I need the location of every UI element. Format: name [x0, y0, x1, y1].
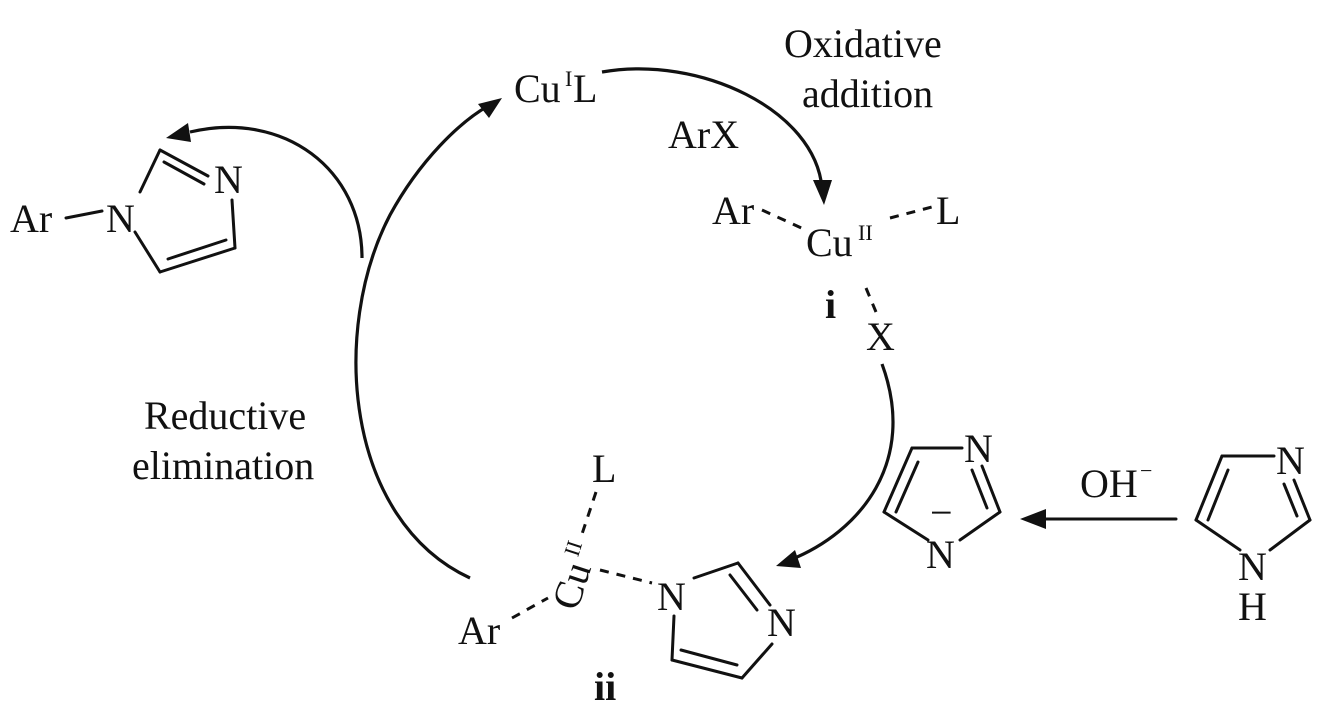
product-n3: N — [214, 157, 243, 202]
imidazole-bond-c4-c5 — [1194, 454, 1224, 522]
imidazole-bond-c4-c5-double — [1206, 468, 1230, 522]
imidazole-bond-c2-n-double — [1282, 482, 1299, 518]
intermediate-i-ligand: L — [936, 188, 960, 233]
arrowhead-ligand-exchange — [776, 550, 801, 568]
ii-ring-bond-c2-n3-double — [728, 573, 759, 612]
imidazole-bond-c5-n — [1194, 518, 1242, 552]
imidazolide-anion: N N − — [882, 426, 1002, 577]
catalyst-metal: Cu — [514, 66, 561, 111]
ring-bond-c2-n3-double — [162, 160, 206, 186]
bond-cu-l-ii — [580, 491, 598, 535]
arrowhead-deprotonation — [1020, 509, 1046, 529]
imidazolide-bond-c2-n-double — [970, 468, 989, 510]
arrow-reductive-elimination — [354, 104, 489, 580]
ring-bond-n3-c4 — [230, 198, 237, 250]
ring-bond-c4-c5-double — [166, 238, 228, 261]
intermediate-i: Ar Cu II L X i — [712, 188, 960, 359]
catalyst-cu-i-l: Cu I L — [514, 66, 597, 111]
arrow-ligand-exchange — [789, 363, 895, 562]
base-main: OH — [1080, 461, 1138, 506]
bond-cu-l-i — [889, 205, 933, 220]
intermediate-i-halide: X — [866, 314, 895, 359]
intermediate-ii-oxidation-state: II — [559, 537, 587, 559]
imidazolide-n-bottom: N — [926, 532, 955, 577]
intermediate-ii: L Cu II Ar ii N N — [458, 446, 796, 709]
cycle-arrows — [166, 67, 1178, 580]
arrowhead-reductive-elimination — [478, 98, 502, 118]
bond-ar-cu-i — [761, 208, 809, 233]
arrowhead-product-release — [166, 123, 191, 142]
imidazole-bond-n-c2 — [1268, 518, 1312, 552]
imidazolide-n-top: N — [964, 426, 993, 471]
imidazole-n-bottom: N — [1238, 544, 1267, 589]
arrow-oxidative-addition — [601, 67, 824, 189]
ii-imidazole-n1: N — [657, 574, 686, 619]
ring-bond-n1-c2 — [138, 148, 162, 194]
arrow-product-release — [189, 125, 364, 259]
imidazolide-bond-c5-n — [882, 510, 930, 542]
arrowhead-oxidative-addition — [813, 180, 832, 205]
ii-imidazole-n3: N — [767, 600, 796, 645]
bond-cu-x-i — [864, 287, 878, 313]
product-n1: N — [106, 196, 135, 241]
bond-ar-n-product — [64, 209, 104, 220]
intermediate-ii-ligand: L — [592, 446, 616, 491]
ii-ring-bond-c4-c5-double — [679, 648, 739, 667]
ii-ring-bond-c5-n1 — [670, 614, 676, 662]
intermediate-i-oxidation-state: II — [858, 220, 873, 245]
imidazolide-charge: − — [930, 490, 953, 535]
oxidative-addition-line2: addition — [802, 71, 933, 116]
catalyst-ligand: L — [573, 66, 597, 111]
ring-bond-c2-n3 — [158, 148, 210, 178]
intermediate-ii-label: ii — [594, 664, 616, 709]
product-aryl: Ar — [10, 196, 52, 241]
intermediate-i-aryl: Ar — [712, 188, 754, 233]
ring-bond-c4-c5 — [158, 246, 237, 274]
intermediate-i-metal: Cu — [806, 220, 853, 265]
intermediate-ii-aryl: Ar — [458, 608, 500, 653]
ii-ring-bond-c2-n3 — [736, 561, 772, 607]
oxidative-addition-label: Oxidative addition ArX — [668, 21, 942, 157]
ii-ring-bond-n3-c4 — [740, 642, 774, 680]
imidazolide-bond-c4-c5-double — [894, 460, 920, 514]
imidazole-bond-c2-n — [1292, 478, 1312, 522]
imidazole-h: H — [1238, 584, 1267, 629]
intermediate-i-label: i — [825, 282, 836, 327]
ii-ring-bond-c4-c5 — [670, 658, 744, 680]
imidazole-neutral: N N H — [1194, 438, 1312, 629]
catalyst-oxidation-state: I — [565, 66, 572, 91]
reductive-elimination-line1: Reductive — [144, 393, 306, 438]
bond-ar-cu-ii — [511, 596, 549, 620]
ring-bond-c5-n1 — [133, 230, 162, 274]
intermediate-ii-metal: Cu — [543, 556, 600, 614]
base-hydroxide: OH − — [1080, 458, 1152, 506]
product-aryl-imidazole: Ar N N — [10, 148, 243, 274]
arx-reagent: ArX — [668, 112, 739, 157]
base-charge: − — [1140, 458, 1152, 483]
reductive-elimination-line2: elimination — [132, 443, 314, 488]
reductive-elimination-label: Reductive elimination — [132, 393, 314, 488]
imidazolide-bond-c4-c5 — [882, 446, 914, 514]
oxidative-addition-line1: Oxidative — [784, 21, 942, 66]
imidazolide-bond-n-c2 — [958, 510, 1002, 542]
ii-ring-bond-n1-c2 — [692, 561, 740, 580]
bond-cu-n-ii — [599, 568, 653, 585]
intermediate-ii-metal-rotated: Cu II — [543, 537, 600, 614]
imidazolide-bond-c2-n — [980, 464, 1002, 514]
imidazole-n-top: N — [1276, 438, 1305, 483]
